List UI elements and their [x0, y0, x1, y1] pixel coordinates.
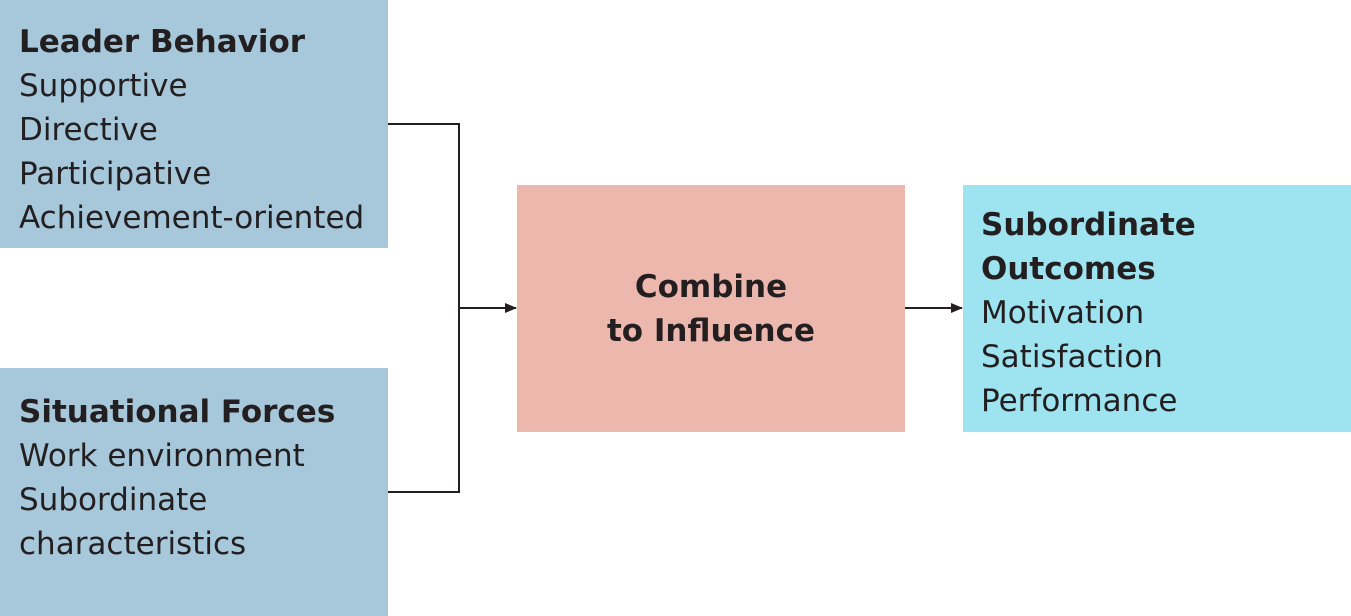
combine-label-line: Combine	[634, 268, 788, 305]
subordinate-outcomes-box: Subordinate Outcomes Motivation Satisfac…	[963, 185, 1351, 432]
situational-forces-title: Situational Forces	[19, 394, 336, 430]
situational-forces-item: Work environment	[19, 438, 305, 474]
combine-label-line: to Influence	[606, 312, 816, 349]
leader-behavior-item: Supportive	[19, 68, 188, 104]
leader-behavior-item: Participative	[19, 156, 212, 192]
situational-forces-box: Situational Forces Work environment Subo…	[0, 368, 388, 616]
subordinate-outcomes-item: Performance	[981, 383, 1178, 419]
subordinate-outcomes-title-line: Outcomes	[981, 251, 1156, 287]
leader-behavior-title: Leader Behavior	[19, 24, 306, 60]
situational-forces-item: Subordinate	[19, 482, 208, 518]
subordinate-outcomes-item: Motivation	[981, 295, 1145, 331]
bracket-connector	[388, 123, 460, 493]
subordinate-outcomes-title-line: Subordinate	[981, 207, 1196, 243]
leader-behavior-item: Achievement-oriented	[19, 200, 365, 236]
leader-behavior-box: Leader Behavior Supportive Directive Par…	[0, 0, 388, 248]
subordinate-outcomes-item: Satisfaction	[981, 339, 1163, 375]
situational-forces-item: characteristics	[19, 526, 247, 562]
combine-box: Combine to Influence	[517, 185, 905, 432]
leader-behavior-item: Directive	[19, 112, 158, 148]
